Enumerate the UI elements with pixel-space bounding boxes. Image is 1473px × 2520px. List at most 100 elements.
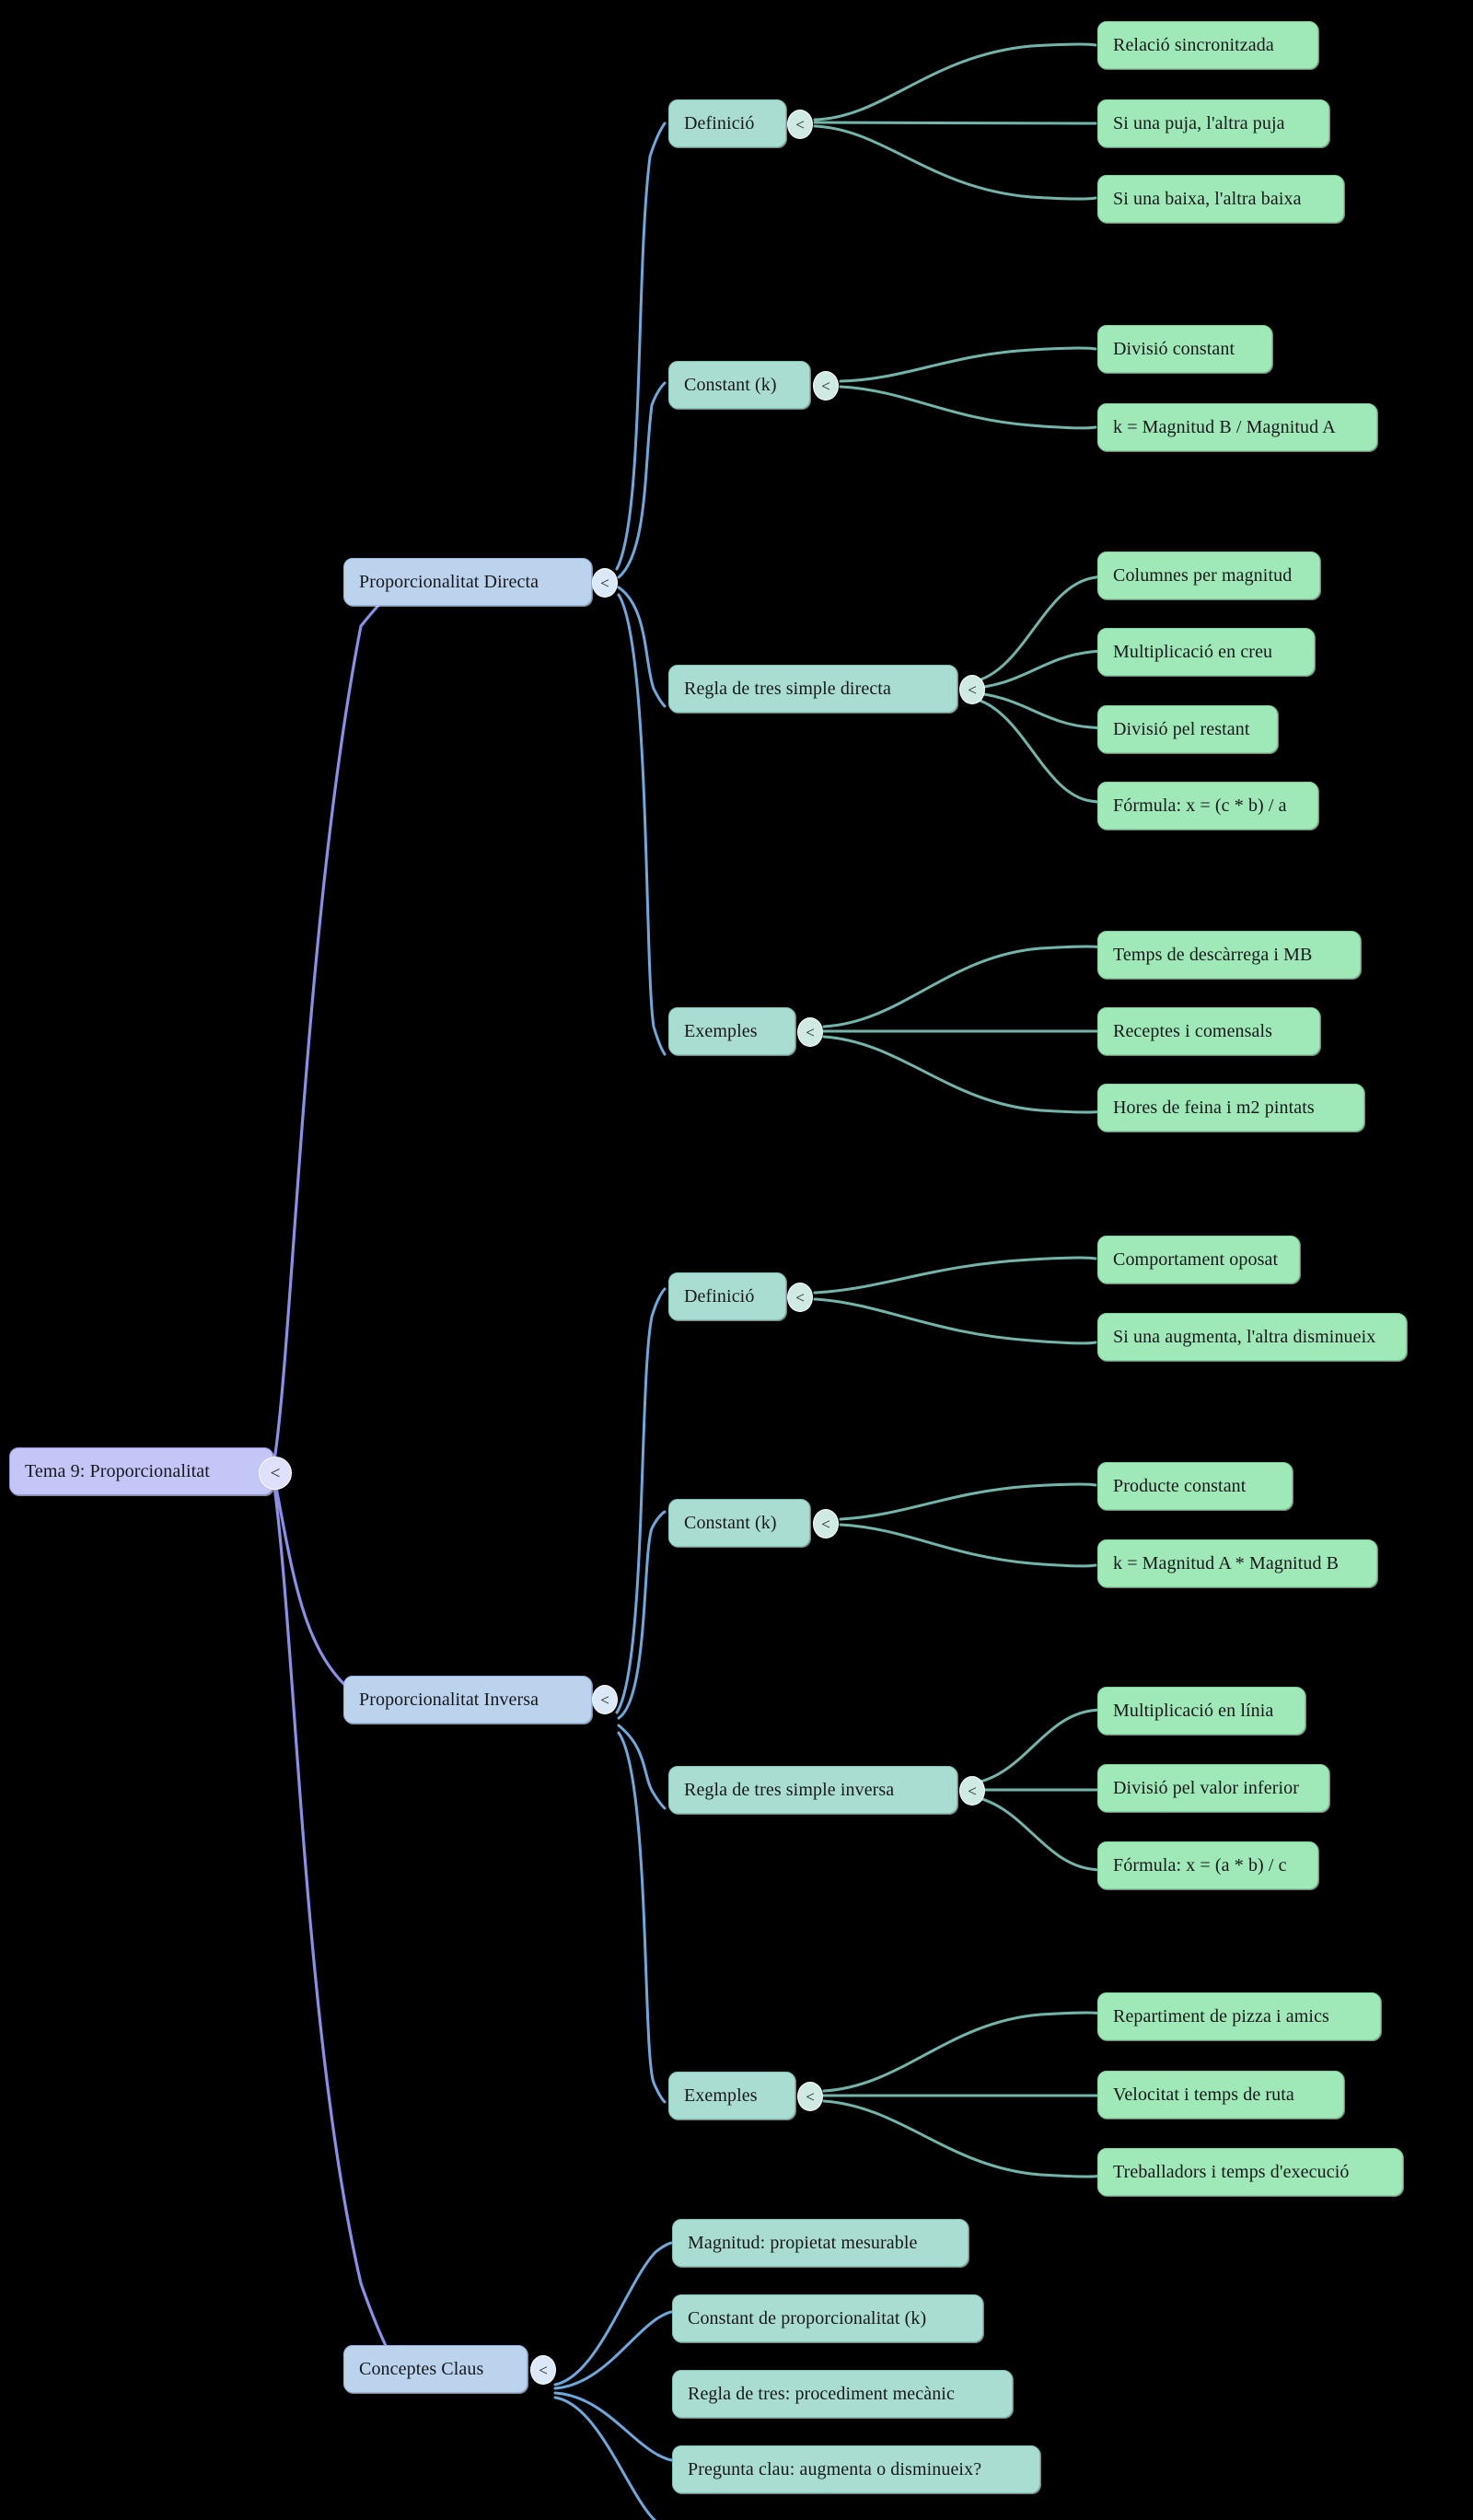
- node-dir-constant-label: Constant (k): [684, 374, 777, 395]
- node-leaf[interactable]: Columnes per magnitud: [1097, 552, 1320, 599]
- edge-root-directa: [272, 574, 414, 1468]
- edge-inversa-regla: [617, 1724, 667, 1810]
- node-leaf[interactable]: Receptes i comensals: [1097, 1007, 1320, 1055]
- edge-dir-k-1: [839, 346, 1097, 383]
- node-leaf[interactable]: Fórmula: x = (a * b) / c: [1097, 1841, 1318, 1889]
- collapse-handle-root[interactable]: <: [259, 1457, 292, 1490]
- edge-directa-definicio: [615, 122, 667, 571]
- edge-directa-exemples: [617, 593, 667, 1056]
- collapse-handle-inversa[interactable]: <: [592, 1685, 618, 1714]
- node-leaf[interactable]: Comportament oposat: [1097, 1236, 1300, 1283]
- collapse-handle-dir-exemples[interactable]: <: [797, 1017, 823, 1047]
- leaf-label: Divisió constant: [1113, 338, 1235, 359]
- collapse-glyph: <: [600, 574, 609, 592]
- leaf-label: k = Magnitud A * Magnitud B: [1113, 1552, 1340, 1574]
- node-branch-conceptes-label: Conceptes Claus: [359, 2358, 484, 2379]
- node-leaf[interactable]: Relació sincronitzada: [1097, 21, 1318, 69]
- conceptes-item-label: Constant de proporcionalitat (k): [688, 2307, 927, 2328]
- leaf-label: Divisió pel restant: [1113, 718, 1250, 739]
- edge-inversa-exemples: [617, 1731, 667, 2104]
- collapse-handle-inv-constant[interactable]: <: [813, 1509, 839, 1539]
- leaf-label: Fórmula: x = (c * b) / a: [1113, 795, 1287, 816]
- edge-inv-k-1: [839, 1482, 1097, 1521]
- node-leaf[interactable]: Treballadors i temps d'execució: [1097, 2148, 1403, 2196]
- node-leaf[interactable]: k = Magnitud B / Magnitud A: [1097, 403, 1377, 451]
- node-branch-conceptes[interactable]: Conceptes Claus: [343, 2345, 528, 2393]
- node-dir-regla[interactable]: Regla de tres simple directa: [668, 665, 957, 713]
- node-inv-regla[interactable]: Regla de tres simple inversa: [668, 1766, 957, 1814]
- node-dir-regla-label: Regla de tres simple directa: [684, 678, 891, 699]
- edge-inv-def-1: [813, 1256, 1097, 1295]
- collapse-handle-inv-exemples[interactable]: <: [797, 2082, 823, 2111]
- collapse-handle-directa[interactable]: <: [592, 568, 618, 598]
- leaf-label: Divisió pel valor inferior: [1113, 1777, 1299, 1798]
- node-leaf[interactable]: k = Magnitud A * Magnitud B: [1097, 1539, 1377, 1587]
- collapse-glyph: <: [821, 1515, 830, 1533]
- node-leaf[interactable]: Temps de descàrrega i MB: [1097, 931, 1361, 979]
- edge-dir-def-1: [813, 42, 1097, 122]
- collapse-glyph: <: [270, 1463, 281, 1483]
- node-inv-constant[interactable]: Constant (k): [668, 1499, 810, 1547]
- node-inv-definicio[interactable]: Definició: [668, 1272, 786, 1320]
- leaf-label: Si una puja, l'altra puja: [1113, 112, 1285, 134]
- node-leaf[interactable]: Si una puja, l'altra puja: [1097, 99, 1329, 147]
- leaf-label: Receptes i comensals: [1113, 1020, 1273, 1041]
- node-branch-inversa[interactable]: Proporcionalitat Inversa: [343, 1676, 592, 1724]
- collapse-handle-inv-definicio[interactable]: <: [787, 1283, 813, 1312]
- node-leaf[interactable]: Multiplicació en creu: [1097, 628, 1315, 676]
- node-dir-exemples[interactable]: Exemples: [668, 1007, 795, 1055]
- node-leaf[interactable]: Divisió constant: [1097, 325, 1272, 373]
- node-leaf[interactable]: Hores de feina i m2 pintats: [1097, 1084, 1364, 1132]
- node-conceptes-item[interactable]: Magnitud: propietat mesurable: [672, 2219, 968, 2267]
- collapse-glyph: <: [795, 1288, 805, 1306]
- node-leaf[interactable]: Repartiment de pizza i amics: [1097, 1992, 1381, 2040]
- edge-dir-def-3: [813, 124, 1097, 201]
- edge-group-directa: [615, 122, 667, 1056]
- node-root-label: Tema 9: Proporcionalitat: [25, 1460, 210, 1481]
- collapse-glyph: <: [968, 680, 977, 699]
- collapse-handle-conceptes[interactable]: <: [530, 2355, 556, 2385]
- collapse-glyph: <: [968, 1782, 977, 1800]
- conceptes-item-label: Pregunta clau: augmenta o disminueix?: [688, 2458, 982, 2479]
- node-leaf[interactable]: Si una baixa, l'altra baixa: [1097, 175, 1344, 223]
- edge-inversa-constant: [617, 1510, 667, 1720]
- node-leaf[interactable]: Velocitat i temps de ruta: [1097, 2071, 1344, 2119]
- collapse-glyph: <: [539, 2361, 548, 2379]
- node-dir-constant[interactable]: Constant (k): [668, 361, 810, 409]
- node-conceptes-item[interactable]: Constant de proporcionalitat (k): [672, 2294, 983, 2342]
- edge-conceptes-4: [553, 2396, 657, 2520]
- collapse-handle-inv-regla[interactable]: <: [959, 1776, 985, 1806]
- node-dir-definicio[interactable]: Definició: [668, 99, 786, 147]
- node-conceptes-item[interactable]: Regla de tres: procediment mecànic: [672, 2370, 1013, 2418]
- node-leaf[interactable]: Fórmula: x = (c * b) / a: [1097, 782, 1318, 830]
- edge-directa-regla: [617, 586, 667, 708]
- collapse-handle-dir-definicio[interactable]: <: [787, 110, 813, 139]
- node-conceptes-item[interactable]: Pregunta clau: augmenta o disminueix?: [672, 2445, 1040, 2493]
- leaf-label: Si una augmenta, l'altra disminueix: [1113, 1326, 1376, 1347]
- node-leaf[interactable]: Producte constant: [1097, 1462, 1293, 1510]
- node-leaf[interactable]: Multiplicació en línia: [1097, 1687, 1305, 1735]
- collapse-handle-dir-constant[interactable]: <: [813, 371, 839, 401]
- edge-group-inversa: [615, 1287, 667, 2104]
- node-inv-constant-label: Constant (k): [684, 1512, 777, 1533]
- node-leaf[interactable]: Si una augmenta, l'altra disminueix: [1097, 1313, 1407, 1361]
- node-branch-inversa-label: Proporcionalitat Inversa: [359, 1689, 539, 1710]
- node-inv-exemples[interactable]: Exemples: [668, 2072, 795, 2119]
- node-leaf[interactable]: Divisió pel restant: [1097, 705, 1278, 753]
- edge-group-inv-definicio: [813, 1256, 1097, 1345]
- edge-group-dir-constant: [839, 346, 1097, 430]
- collapse-handle-dir-regla[interactable]: <: [959, 675, 985, 704]
- edge-conceptes-3: [553, 2391, 674, 2462]
- leaf-label: Hores de feina i m2 pintats: [1113, 1097, 1315, 1118]
- node-branch-directa[interactable]: Proporcionalitat Directa: [343, 558, 592, 606]
- node-dir-definicio-label: Definició: [684, 112, 755, 134]
- edge-group-conceptes: [553, 2241, 674, 2520]
- edge-group-inv-constant: [839, 1482, 1097, 1568]
- edge-inv-def-2: [813, 1297, 1097, 1345]
- leaf-label: Multiplicació en creu: [1113, 641, 1273, 662]
- collapse-glyph: <: [806, 1023, 815, 1041]
- node-root[interactable]: Tema 9: Proporcionalitat: [9, 1447, 273, 1495]
- node-leaf[interactable]: Divisió pel valor inferior: [1097, 1764, 1329, 1812]
- edge-group-root: [272, 574, 414, 2390]
- edge-group-dir-regla: [963, 572, 1136, 807]
